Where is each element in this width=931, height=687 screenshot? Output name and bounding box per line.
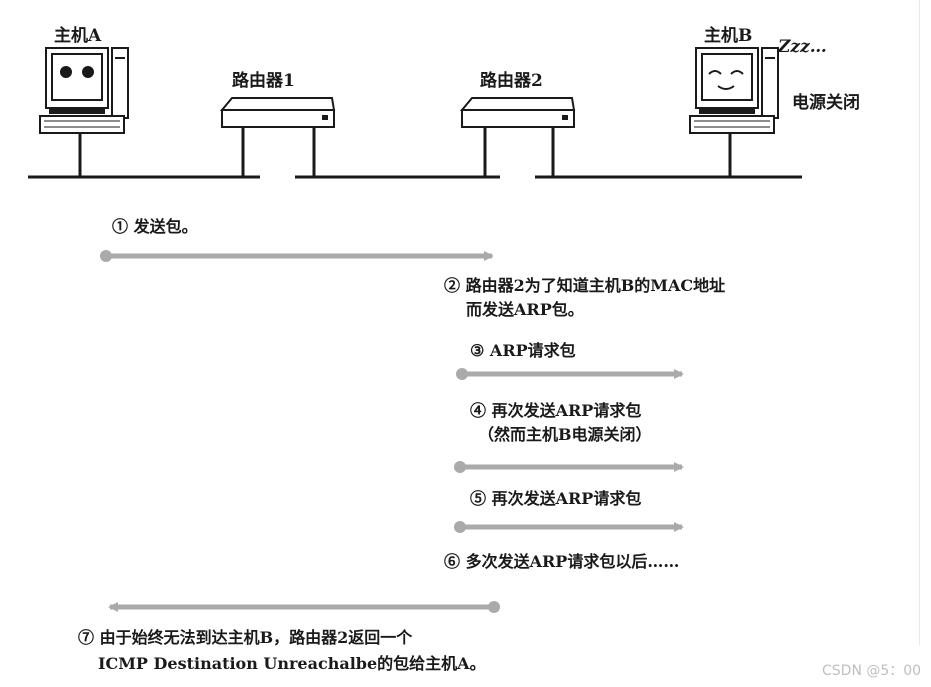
host-b-label: 主机B <box>704 25 752 47</box>
watermark: CSDN @5：00 <box>822 660 921 680</box>
step3-caption: ③ ARP请求包 <box>470 340 576 362</box>
sleep-text: Zzz… <box>778 36 827 58</box>
host-a-computer-icon <box>40 48 128 133</box>
step4-caption-line1: ④ 再次发送ARP请求包 <box>470 400 641 422</box>
step2-caption-line2: 而发送ARP包。 <box>466 299 584 321</box>
router2-label: 路由器2 <box>480 70 543 92</box>
step7-caption-line1: ⑦ 由于始终无法到达主机B，路由器2返回一个 <box>78 627 412 649</box>
router1-icon <box>222 98 334 127</box>
arrow-step3-origin <box>456 368 468 380</box>
page-edge-divider <box>919 0 920 645</box>
power-off-label: 电源关闭 <box>792 92 860 114</box>
arrow-step4-origin <box>454 461 466 473</box>
step2-caption-line1: ② 路由器2为了知道主机B的MAC地址 <box>444 275 725 297</box>
arrow-step7-origin <box>488 601 500 613</box>
step7-caption-line2: ICMP Destination Unreachalbe的包给主机A。 <box>98 653 486 675</box>
network-lines <box>28 127 802 177</box>
arrow-step5-origin <box>454 521 466 533</box>
step5-caption: ⑤ 再次发送ARP请求包 <box>470 488 641 510</box>
router2-icon <box>462 98 574 127</box>
step1-caption: ① 发送包。 <box>112 216 198 238</box>
host-a-label: 主机A <box>54 25 101 47</box>
arrow-step1-origin <box>100 250 112 262</box>
step4-caption-line2: （然而主机B电源关闭） <box>478 424 652 446</box>
step6-caption: ⑥ 多次发送ARP请求包以后…… <box>444 551 679 573</box>
host-b-computer-icon <box>690 48 778 133</box>
router1-label: 路由器1 <box>232 70 295 92</box>
